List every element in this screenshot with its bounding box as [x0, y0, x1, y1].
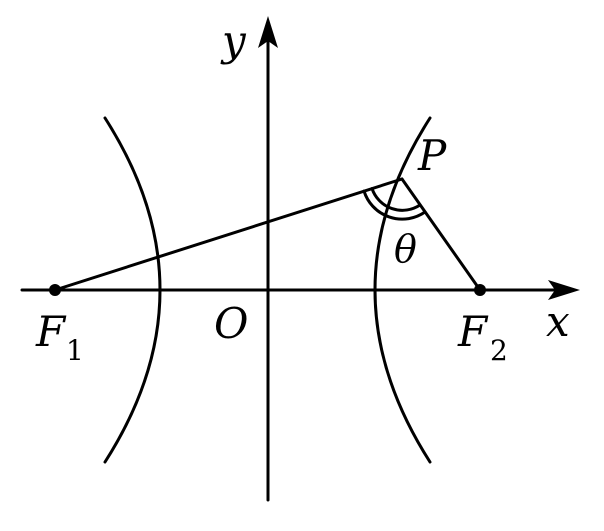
angle-theta-label: θ — [394, 227, 417, 271]
focus-f2-label: F — [457, 307, 489, 356]
segment-pf1 — [53, 177, 404, 292]
hyperbola-right-branch — [373, 116, 432, 464]
y-axis-arrow — [258, 16, 278, 48]
hyperbola-left-branch — [103, 116, 162, 464]
angle-arc-outer — [362, 189, 427, 221]
y-axis-label: y — [220, 16, 247, 65]
focus-f1-point — [49, 284, 61, 296]
focus-f2-subscript: 2 — [490, 334, 508, 367]
focus-f1-subscript: 1 — [66, 334, 84, 367]
origin-label: O — [214, 299, 248, 348]
focus-f1-label: F — [35, 307, 67, 356]
angle-arc-inner — [370, 187, 422, 212]
x-axis-label: x — [546, 297, 570, 346]
x-axis-arrow — [548, 280, 580, 300]
segment-pf2 — [400, 177, 482, 292]
point-p-label: P — [417, 131, 447, 180]
focus-f2-point — [474, 284, 486, 296]
